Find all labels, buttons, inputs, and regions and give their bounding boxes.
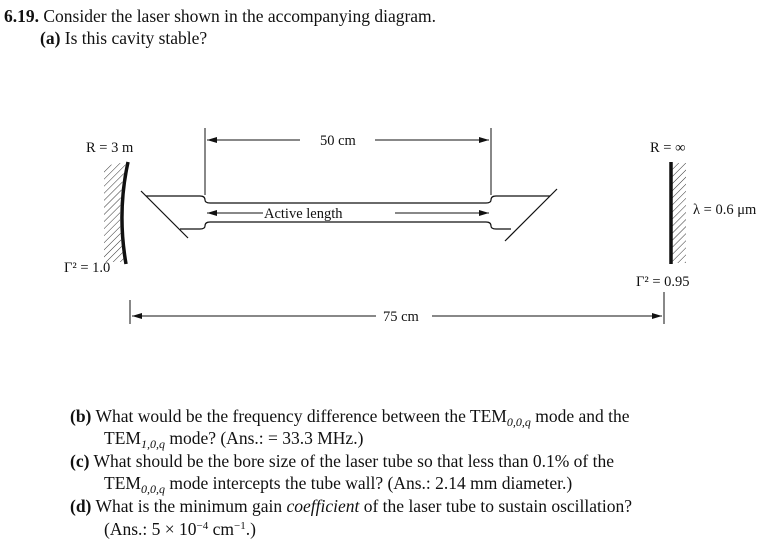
- subscript: 1,0,q: [140, 437, 165, 451]
- superscript: −1: [234, 520, 246, 532]
- cavity-length-label: 75 cm: [383, 309, 420, 325]
- active-length-label: Active length: [264, 206, 343, 222]
- right-mirror-reflectivity: Γ² = 0.95: [636, 274, 690, 290]
- part-b-text: TEM: [104, 428, 141, 448]
- part-d-answer: cm: [208, 519, 234, 539]
- right-mirror-radius: R = ∞: [650, 140, 685, 156]
- part-b: (b) What would be the frequency differen…: [70, 406, 630, 429]
- part-d-text: What is the minimum gain: [95, 496, 287, 516]
- part-d-answer: .): [245, 519, 256, 539]
- subscript: 0,0,q: [506, 415, 531, 429]
- part-d-answer: (Ans.: 5 × 10: [104, 519, 197, 539]
- part-b-label: (b): [70, 406, 92, 426]
- part-a: (a) Is this cavity stable?: [40, 28, 207, 48]
- problem-heading: 6.19. Consider the laser shown in the ac…: [4, 6, 436, 26]
- part-c-text: TEM: [104, 473, 141, 493]
- part-c-answer: mode intercepts the tube wall? (Ans.: 2.…: [164, 473, 573, 493]
- part-c: (c) What should be the bore size of the …: [70, 451, 614, 471]
- left-mirror-radius: R = 3 m: [86, 140, 134, 156]
- problem-intro: Consider the laser shown in the accompan…: [43, 6, 437, 26]
- wavelength-label: λ = 0.6 μm: [693, 202, 757, 218]
- part-b-line2: TEM1,0,q mode? (Ans.: = 33.3 MHz.): [104, 428, 364, 451]
- part-b-text: mode and the: [530, 406, 630, 426]
- tube-length-label: 50 cm: [320, 133, 357, 149]
- part-c-line2: TEM0,0,q mode intercepts the tube wall? …: [104, 473, 573, 496]
- superscript: −4: [196, 520, 209, 532]
- part-c-text: What should be the bore size of the lase…: [93, 451, 614, 471]
- part-a-label: (a): [40, 28, 61, 48]
- part-b-answer: mode? (Ans.: = 33.3 MHz.): [164, 428, 364, 448]
- part-d-label: (d): [70, 496, 92, 516]
- left-curved-mirror: [104, 161, 130, 265]
- right-flat-mirror: [669, 162, 686, 264]
- part-d: (d) What is the minimum gain coefficient…: [70, 496, 632, 516]
- subscript: 0,0,q: [140, 482, 165, 496]
- laser-cavity-diagram: R = 3 m Γ² = 1.0 R = ∞ λ = 0.6 μm Γ² = 0…: [64, 128, 757, 325]
- part-c-label: (c): [70, 451, 90, 471]
- part-a-text: Is this cavity stable?: [64, 28, 208, 48]
- part-b-text: What would be the frequency difference b…: [95, 406, 507, 426]
- emphasis: coefficient: [286, 496, 360, 516]
- laser-tube: [140, 188, 558, 242]
- part-d-text: of the laser tube to sustain oscillation…: [359, 496, 633, 516]
- part-d-line2: (Ans.: 5 × 10−4 cm−1.): [104, 519, 256, 539]
- problem-number: 6.19.: [4, 6, 39, 26]
- left-mirror-reflectivity: Γ² = 1.0: [64, 260, 110, 276]
